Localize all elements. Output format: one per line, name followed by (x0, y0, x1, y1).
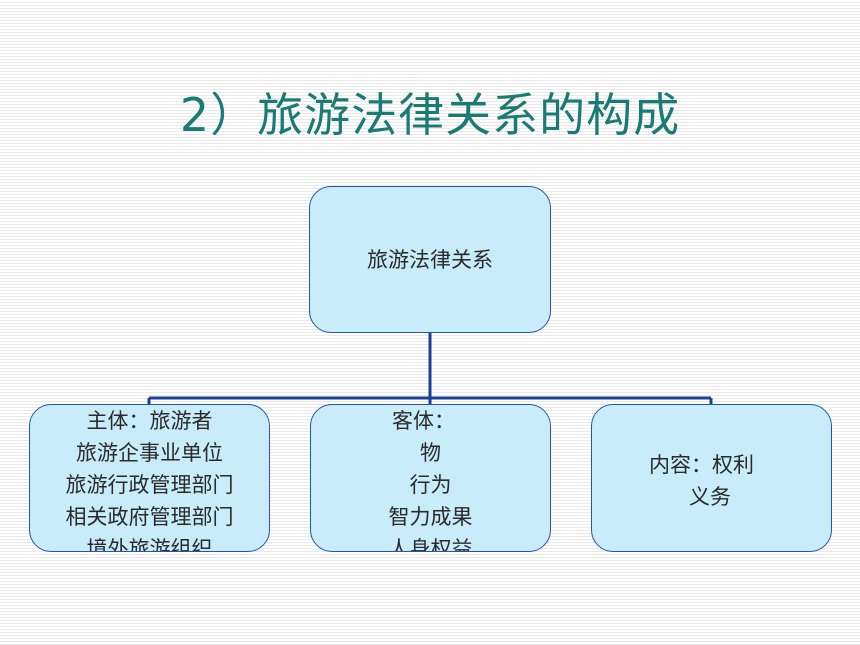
node-line: 旅游行政管理部门 (65, 473, 234, 497)
node-object: 客体： 物 行为 智力成果 人身权益 (310, 404, 551, 552)
node-subject: 主体：旅游者 旅游企事业单位 旅游行政管理部门 相关政府管理部门 境外旅游组织 (29, 404, 270, 552)
node-line: 客体： (392, 409, 455, 433)
node-line: 内容：权利 (649, 453, 754, 477)
node-line: 相关政府管理部门 (65, 505, 234, 529)
node-line: 义务 (649, 485, 732, 509)
node-line: 智力成果 (388, 505, 473, 529)
slide-title: 2）旅游法律关系的构成 (179, 88, 681, 142)
node-line: 主体：旅游者 (86, 409, 213, 433)
node-line: 人身权益 (388, 537, 473, 552)
node-label: 旅游法律关系 (367, 247, 493, 272)
node-content: 内容：权利 义务 (591, 404, 832, 552)
node-line: 旅游企事业单位 (76, 441, 223, 465)
node-line: 行为 (409, 473, 452, 497)
node-line: 物 (420, 441, 441, 465)
node-legal-relationship: 旅游法律关系 (309, 186, 551, 333)
node-line: 境外旅游组织 (86, 537, 213, 552)
